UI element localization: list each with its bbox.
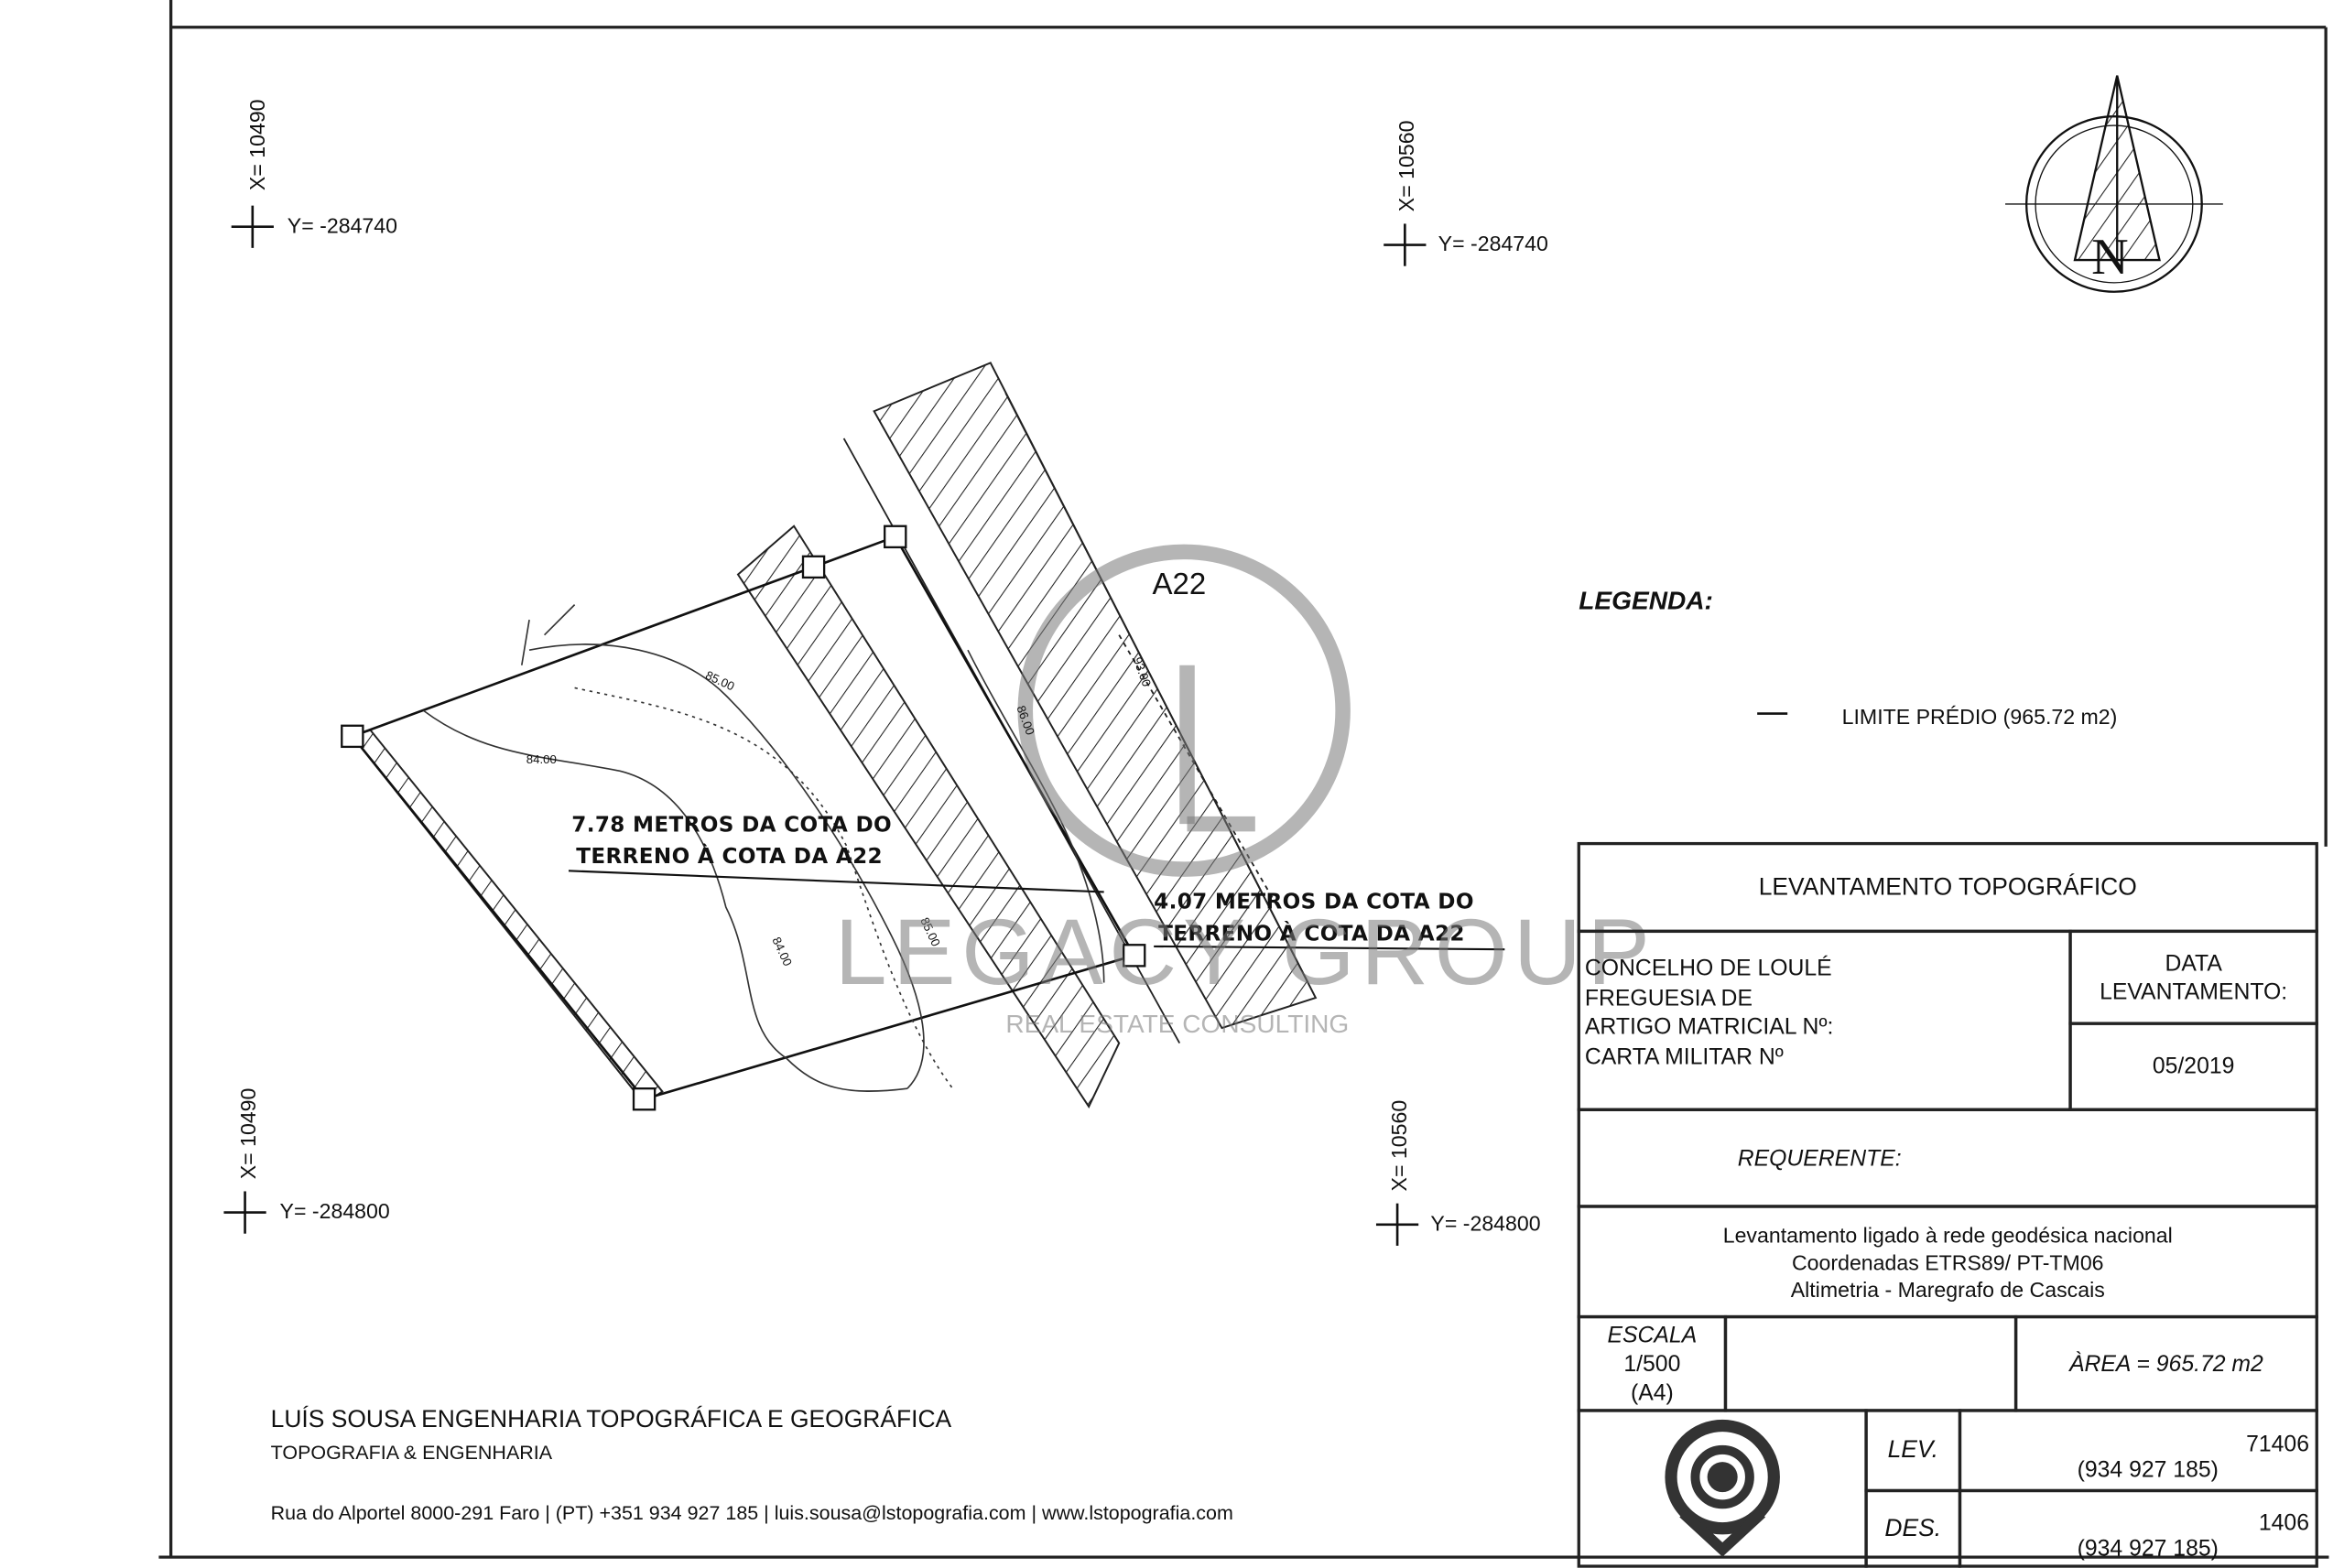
reference-line: Levantamento ligado à rede geodésica nac…	[1722, 1222, 2173, 1247]
lev-phone: (934 927 185)	[2077, 1457, 2219, 1484]
reference-line: Altimetria - Maregrafo de Cascais	[1790, 1276, 2105, 1302]
legend-item: LIMITE PRÉDIO (965.72 m2)	[1841, 704, 2118, 730]
north-label: N	[2091, 230, 2129, 287]
coord-x-label: X= 10560	[1386, 1099, 1411, 1192]
height-note-line1: 7.78 METROS DA COTA DO	[571, 813, 892, 838]
lev-value: 71406	[2246, 1432, 2309, 1458]
company-logo-cell	[1577, 1409, 1868, 1568]
date-value: 05/2019	[2068, 1022, 2318, 1111]
legend-title: LEGENDA:	[1579, 586, 1713, 616]
coordinate-crosshairs	[223, 205, 1427, 1246]
height-note-line1: 4.07 METROS DA COTA DO	[1154, 890, 1474, 915]
des-value: 1406	[2258, 1509, 2309, 1537]
page-frame	[158, 0, 2329, 1559]
coord-y-label: Y= -284800	[1430, 1210, 1541, 1236]
scale-label: ESCALA	[1607, 1322, 1698, 1348]
slope-strip-west	[351, 729, 664, 1105]
property-boundary	[351, 535, 1136, 1101]
empty-cell	[1723, 1314, 2018, 1412]
lev-label: LEV.	[1864, 1409, 1962, 1493]
watermark-name: LEGACY GROUP	[834, 901, 1656, 1006]
location-info: CONCELHO DE LOULÉ FREGUESIA DE ARTIGO MA…	[1577, 929, 2072, 1111]
info-line: CONCELHO DE LOULÉ	[1584, 955, 1832, 981]
boundary-markers	[341, 524, 1146, 1111]
coord-x-label: X= 10490	[235, 1087, 261, 1180]
paper-size: (A4)	[1630, 1379, 1674, 1406]
road-label: A22	[1152, 568, 1207, 602]
title-cell: LEVANTAMENTO TOPOGRÁFICO	[1577, 841, 2318, 934]
company-logo-icon	[1665, 1419, 1780, 1557]
company-subtitle: TOPOGRAFIA & ENGENHARIA	[270, 1440, 553, 1464]
reference-info: Levantamento ligado à rede geodésica nac…	[1577, 1205, 2318, 1319]
info-line: CARTA MILITAR Nº	[1584, 1044, 1784, 1070]
north-arrow-icon	[2005, 75, 2223, 293]
watermark-logo	[1017, 544, 1351, 877]
watermark-tagline: REAL ESTATE CONSULTING	[1005, 1010, 1350, 1039]
coord-y-label: Y= -284740	[1438, 231, 1548, 256]
coord-x-label: X= 10560	[1394, 120, 1419, 212]
contour-label: 84.00	[526, 752, 557, 767]
height-note-line2: TERRENO À COTA DA A22	[1158, 922, 1465, 946]
des-label: DES.	[1864, 1488, 1962, 1568]
info-line: FREGUESIA DE	[1584, 985, 1753, 1011]
scale-value: 1/500	[1623, 1350, 1681, 1377]
company-contact: Rua do Alportel 8000-291 Faro | (PT) +35…	[270, 1501, 1233, 1524]
reference-line: Coordenadas ETRS89/ PT-TM06	[1791, 1249, 2104, 1274]
coord-y-label: Y= -284800	[279, 1198, 390, 1224]
des-phone: (934 927 185)	[2077, 1536, 2219, 1563]
coord-y-label: Y= -284740	[287, 212, 398, 238]
company-name: LUÍS SOUSA ENGENHARIA TOPOGRÁFICA E GEOG…	[270, 1407, 952, 1433]
requerente-label: REQUERENTE:	[1577, 1108, 2318, 1208]
area-value: ÀREA = 965.72 m2	[2013, 1314, 2318, 1412]
slope-strip-a22-west	[736, 524, 1121, 1108]
lev-cell: 71406 (934 927 185)	[1958, 1409, 2318, 1493]
scale-cell: ESCALA 1/500 (A4)	[1577, 1314, 1728, 1412]
date-label: DATA LEVANTAMENTO:	[2068, 929, 2318, 1025]
des-cell: 1406 (934 927 185)	[1958, 1488, 2318, 1568]
info-line: ARTIGO MATRICIAL Nº:	[1584, 1014, 1834, 1041]
coord-x-label: X= 10490	[244, 99, 269, 191]
height-note-line2: TERRENO À COTA DA A22	[576, 845, 883, 870]
